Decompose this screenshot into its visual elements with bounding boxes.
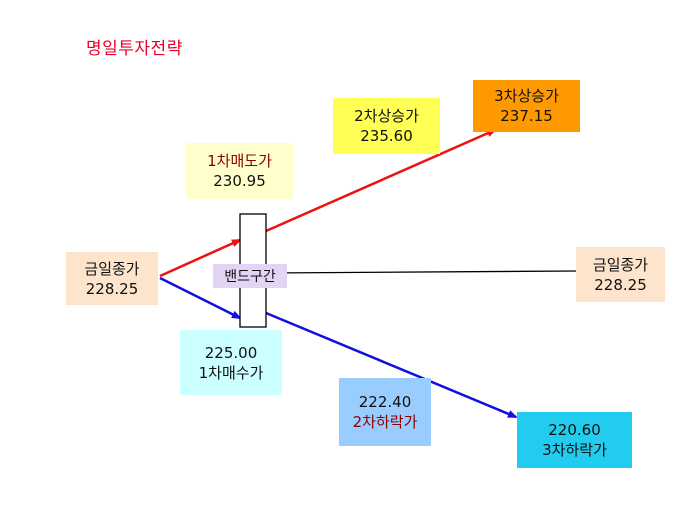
close-right-box: 금일종가 228.25 <box>576 247 665 302</box>
close-left-label: 금일종가 <box>84 259 140 278</box>
fall2-box: 222.40 2차하락가 <box>339 378 431 446</box>
rise3-box: 3차상승가 237.15 <box>473 80 580 132</box>
buy1-label: 1차매수가 <box>198 363 264 382</box>
buy1-box: 225.00 1차매수가 <box>180 330 282 395</box>
down-arrow-to-band <box>159 276 242 320</box>
sell1-box: 1차매도가 230.95 <box>186 143 293 199</box>
flat-line <box>265 270 577 274</box>
close-left-value: 228.25 <box>85 279 139 298</box>
down-arrow-to-fall3 <box>265 311 518 419</box>
rise3-label: 3차상승가 <box>494 87 559 105</box>
close-left-box: 금일종가 228.25 <box>66 252 158 305</box>
up-arrow-to-band <box>159 238 242 278</box>
buy1-value: 225.00 <box>204 343 258 362</box>
fall3-value: 220.60 <box>548 421 601 439</box>
close-right-value: 228.25 <box>594 275 647 294</box>
fall2-value: 222.40 <box>358 393 412 411</box>
fall3-box: 220.60 3차하락가 <box>517 412 632 468</box>
rise2-value: 235.60 <box>360 127 413 145</box>
fall2-label: 2차하락가 <box>352 413 418 431</box>
fall3-label: 3차하락가 <box>542 441 607 459</box>
sell1-label: 1차매도가 <box>207 152 272 170</box>
up-arrow-to-rise3 <box>265 128 497 233</box>
sell1-value: 230.95 <box>213 172 266 190</box>
close-right-label: 금일종가 <box>592 255 649 274</box>
page-title: 명일투자전략 <box>86 39 183 59</box>
rise2-box: 2차상승가 235.60 <box>333 98 440 154</box>
rise3-value: 237.15 <box>500 107 553 125</box>
rise2-label: 2차상승가 <box>354 107 419 125</box>
band-label: 밴드구간 <box>213 264 287 288</box>
